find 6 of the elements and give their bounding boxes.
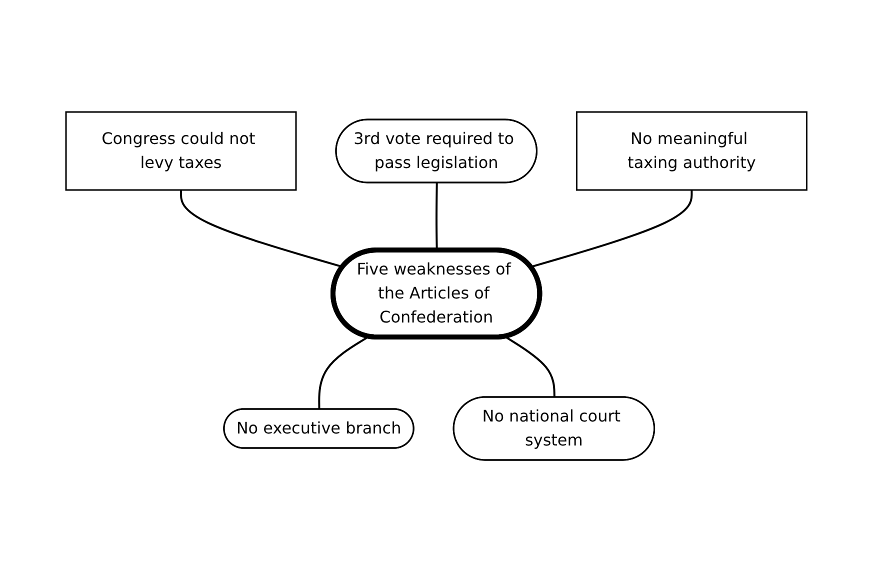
node-box: Congress could not levy taxes [64, 110, 296, 190]
connector [435, 182, 438, 250]
node-box: No meaningful taxing authority [576, 110, 808, 190]
connector [530, 190, 692, 268]
connector [318, 335, 369, 409]
connector [504, 335, 556, 397]
